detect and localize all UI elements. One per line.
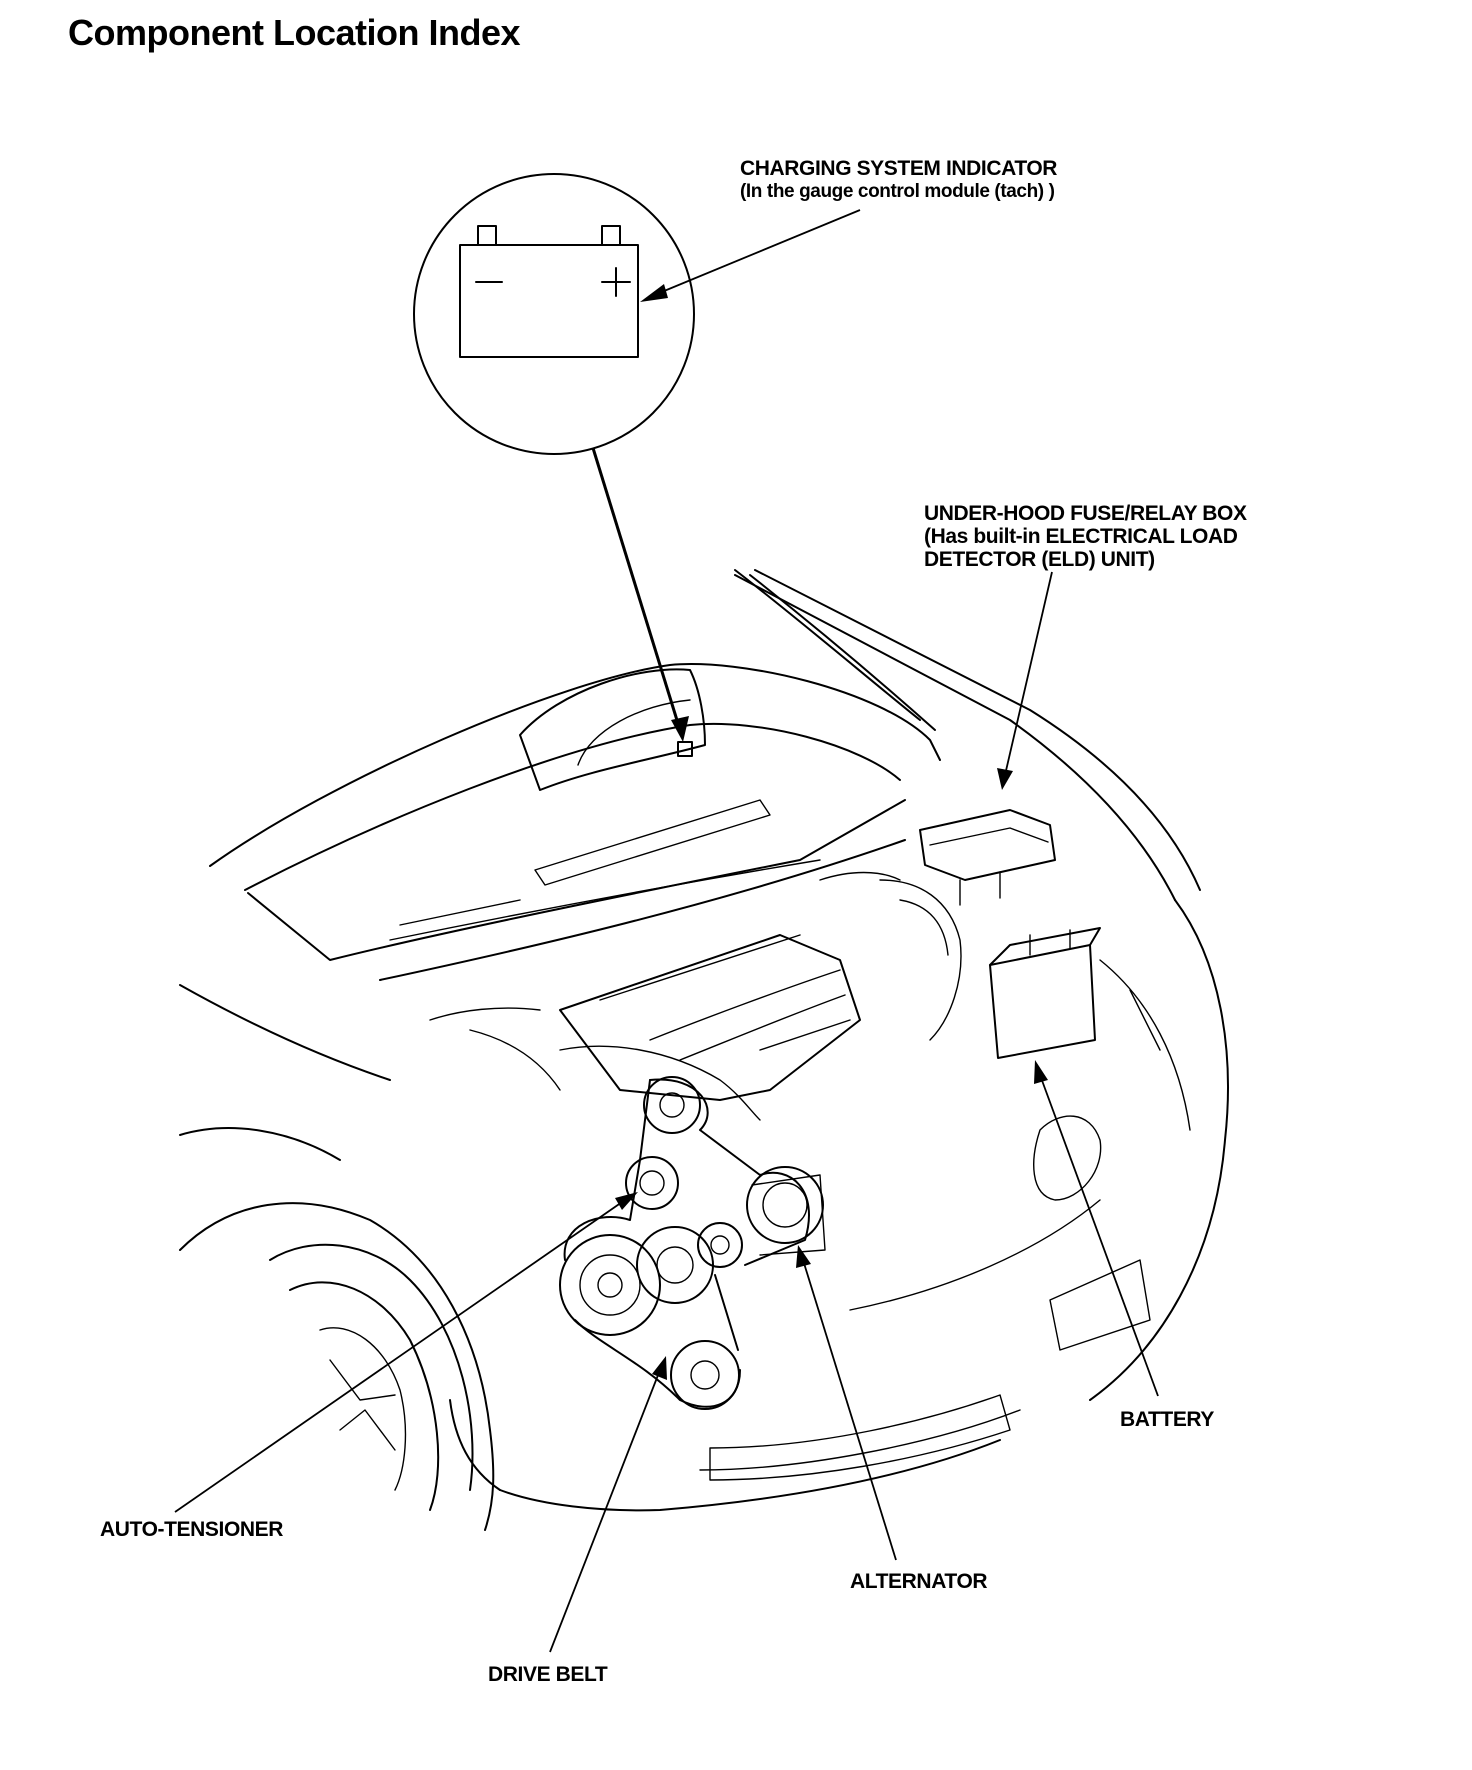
- battery-box: [989, 944, 1096, 1059]
- car-body: [179, 569, 1229, 1531]
- charging-indicator-magnifier: [413, 173, 695, 455]
- alternator-label: ALTERNATOR: [850, 1570, 988, 1593]
- charging-label-line1: CHARGING SYSTEM INDICATOR: [740, 157, 1058, 180]
- battery-indicator-icon: [459, 225, 639, 358]
- crankshaft-pulley: [559, 1234, 661, 1336]
- fuse-relay-box-label: UNDER-HOOD FUSE/RELAY BOX (Has built-in …: [924, 502, 1247, 571]
- fuse-label-line2: (Has built-in ELECTRICAL LOAD: [924, 525, 1238, 548]
- charging-system-indicator-label: CHARGING SYSTEM INDICATOR (In the gauge …: [740, 157, 1057, 203]
- engine-bay: [429, 809, 1101, 1410]
- auto-tensioner-label: AUTO-TENSIONER: [100, 1518, 284, 1541]
- charging-label-line2: (In the gauge control module (tach) ): [740, 181, 1055, 202]
- fuse-relay-box: [919, 809, 1056, 881]
- alternator-body: [746, 1166, 824, 1244]
- indicator-location-marker: [677, 741, 693, 757]
- battery-label: BATTERY: [1120, 1408, 1215, 1431]
- drive-belt-path: [649, 1078, 810, 1266]
- auto-tensioner-pulley: [625, 1156, 679, 1210]
- leader-lines: [174, 209, 1159, 1653]
- fuse-label-line1: UNDER-HOOD FUSE/RELAY BOX: [924, 502, 1247, 525]
- page-title: Component Location Index: [68, 12, 521, 53]
- drive-belt-label: DRIVE BELT: [488, 1663, 608, 1686]
- fuse-label-line3: DETECTOR (ELD) UNIT): [924, 548, 1155, 571]
